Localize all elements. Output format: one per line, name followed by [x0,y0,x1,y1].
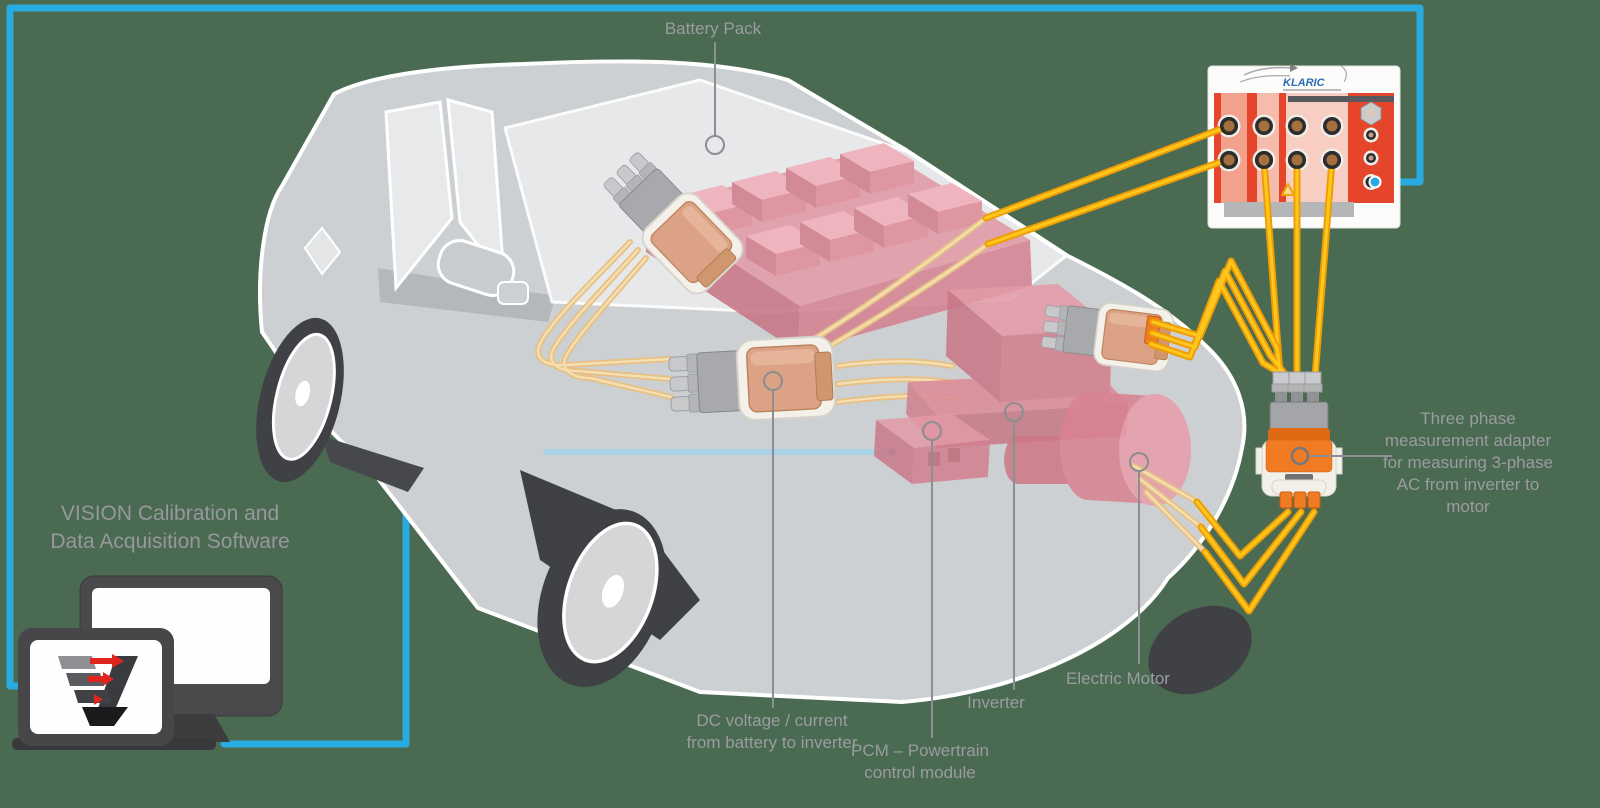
car-cowl-shade [378,268,556,322]
adapter-top-connectors [1271,371,1323,404]
blue-cable-plug [1368,175,1382,189]
brand-text: KLARIC [1283,77,1326,89]
blue-cable-klaric-to-laptop [6,4,1424,690]
rear-wheel [256,317,344,483]
side-mirror [436,239,516,297]
device-bottom-rail [1224,202,1354,217]
klaric-device: KLARIC [1207,64,1401,229]
computer-setup [12,575,283,750]
label-battery-pack: Battery Pack [664,19,762,38]
label-inverter: Inverter [967,693,1025,712]
three-phase-adapter [1255,371,1343,509]
device-aux-connectors [1360,101,1382,190]
label-software-caption: VISION Calibration and Data Acquisition … [50,502,290,553]
front-wheel [537,509,667,687]
body-panel-detail [303,226,342,276]
vision-v-logo [58,654,138,726]
label-dc-voltage: DC voltage / current from battery to inv… [686,711,858,753]
port-caps [1220,117,1382,189]
adapter-bottom-tabs [1279,491,1321,509]
windshield-glass [384,100,454,292]
far-wheel-shadow [1148,605,1252,695]
label-three-phase: Three phase measurement adapter for meas… [1382,409,1554,517]
leader-lines [705,42,1392,738]
mirror-base [497,281,529,305]
adapter-orange-top [1268,428,1330,442]
rocker-shadow [322,436,424,492]
label-electric-motor: Electric Motor [1066,669,1170,688]
warning-triangle-icon [1281,183,1295,196]
panel-top-bar [1288,96,1394,102]
panel-stripe [1221,93,1247,203]
logo-arrows [88,654,124,705]
label-pcm: PCM – Powertrain control module [851,741,989,783]
adapter-ring [1290,446,1310,466]
klaric-logo: KLARIC [1239,64,1347,91]
battery-pack [646,143,1032,352]
